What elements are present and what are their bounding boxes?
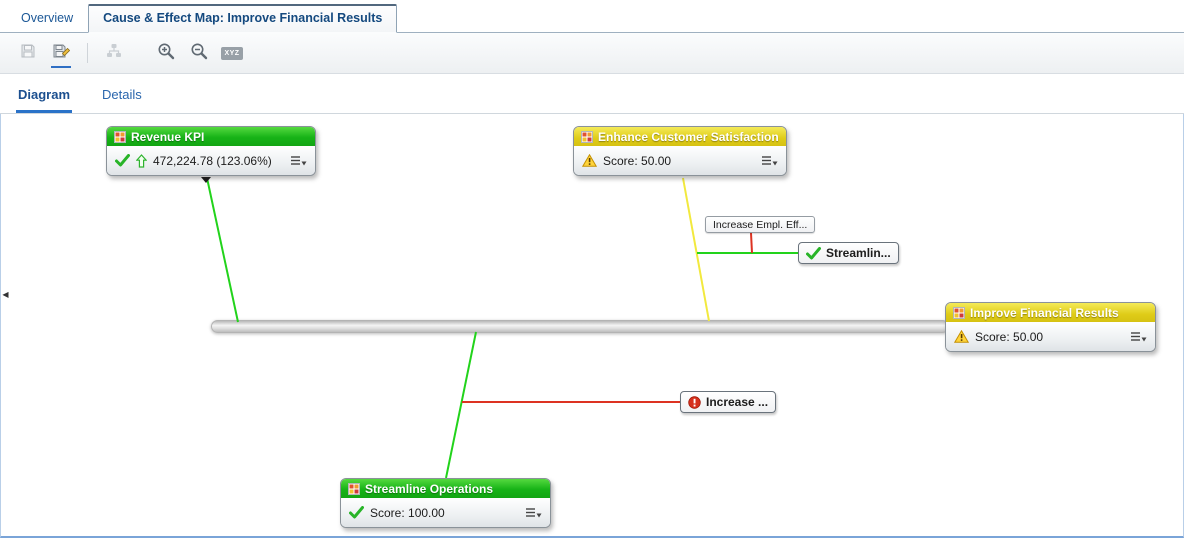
collapse-children-toggle[interactable] [201,177,211,183]
node-header: Improve Financial Results [946,303,1155,322]
tab-diagram[interactable]: Diagram [16,79,73,113]
scorecard-grid-icon [581,130,593,143]
node-enhance-customer-satisfaction[interactable]: Enhance Customer Satisfaction Score: 50.… [573,126,787,176]
mini-node-label: Streamlin... [826,246,891,260]
node-title: Improve Financial Results [970,305,1119,320]
save-edit-icon [52,43,71,64]
tab-details[interactable]: Details [102,87,142,102]
scorecard-grid-icon [114,130,126,143]
node-value: Score: 50.00 [975,329,1044,344]
first-letters-button[interactable]: XYZ [220,41,244,65]
node-header: Streamline Operations [341,479,550,498]
save-icon [20,43,36,64]
toolbar-separator [87,43,88,63]
trend-up-icon [136,153,147,168]
node-body: Score: 50.00 [574,146,786,175]
node-title: Enhance Customer Satisfaction [598,129,779,144]
node-streamline-operations[interactable]: Streamline Operations Score: 100.00 [340,478,551,528]
status-ok-icon [349,506,364,519]
fishbone-spine [211,320,949,333]
node-value: Score: 100.00 [370,505,445,520]
save-layout-button[interactable] [49,41,73,68]
status-warning-icon [582,154,597,167]
scorecard-grid-icon [953,306,965,319]
node-value: Score: 50.00 [603,153,672,168]
zoom-out-button[interactable] [187,41,211,65]
tab-bar: Overview Cause & Effect Map: Improve Fin… [0,0,1184,33]
node-title: Streamline Operations [365,481,494,496]
node-header: Enhance Customer Satisfaction [574,127,786,146]
node-header: Revenue KPI [107,127,315,146]
zoom-in-button[interactable] [154,41,178,65]
mini-node-label: Increase ... [706,395,769,409]
mini-node-label: Increase Empl. Eff... [713,218,808,231]
zoom-out-icon [190,42,208,65]
node-menu-icon[interactable] [525,507,542,519]
cause-effect-canvas[interactable]: Revenue KPI 472,224.78 (123.06%) Enhance… [0,114,1184,538]
node-title: Revenue KPI [131,129,205,144]
status-ok-icon [115,154,130,167]
status-ok-icon [806,246,821,260]
zoom-in-icon [157,42,175,65]
node-body: Score: 100.00 [341,498,550,527]
node-revenue-kpi[interactable]: Revenue KPI 472,224.78 (123.06%) [106,126,316,176]
scorecard-grid-icon [348,482,360,495]
save-button[interactable] [16,41,40,65]
mini-node-streamlin[interactable]: Streamlin... [798,242,899,264]
toolbar: XYZ [0,33,1184,74]
mini-node-increase-empl-eff[interactable]: Increase Empl. Eff... [705,216,816,233]
node-body: Score: 50.00 [946,322,1155,351]
node-improve-financial-results[interactable]: Improve Financial Results Score: 50.00 [945,302,1156,352]
status-warning-icon [954,330,969,343]
subtab-bar: Diagram Details [0,74,1184,114]
node-menu-icon[interactable] [290,155,307,167]
panel-collapse-handle[interactable]: ◀ [2,289,9,299]
status-error-icon [688,395,701,409]
xyz-icon: XYZ [221,46,243,60]
node-menu-icon[interactable] [761,155,778,167]
node-body: 472,224.78 (123.06%) [107,146,315,175]
tab-overview[interactable]: Overview [21,11,74,25]
tab-cause-effect-map[interactable]: Cause & Effect Map: Improve Financial Re… [88,4,398,33]
node-menu-icon[interactable] [1130,331,1147,343]
hierarchy-button[interactable] [102,41,126,65]
hierarchy-icon [106,43,122,63]
mini-node-increase[interactable]: Increase ... [680,391,777,413]
node-value: 472,224.78 (123.06%) [153,153,272,168]
